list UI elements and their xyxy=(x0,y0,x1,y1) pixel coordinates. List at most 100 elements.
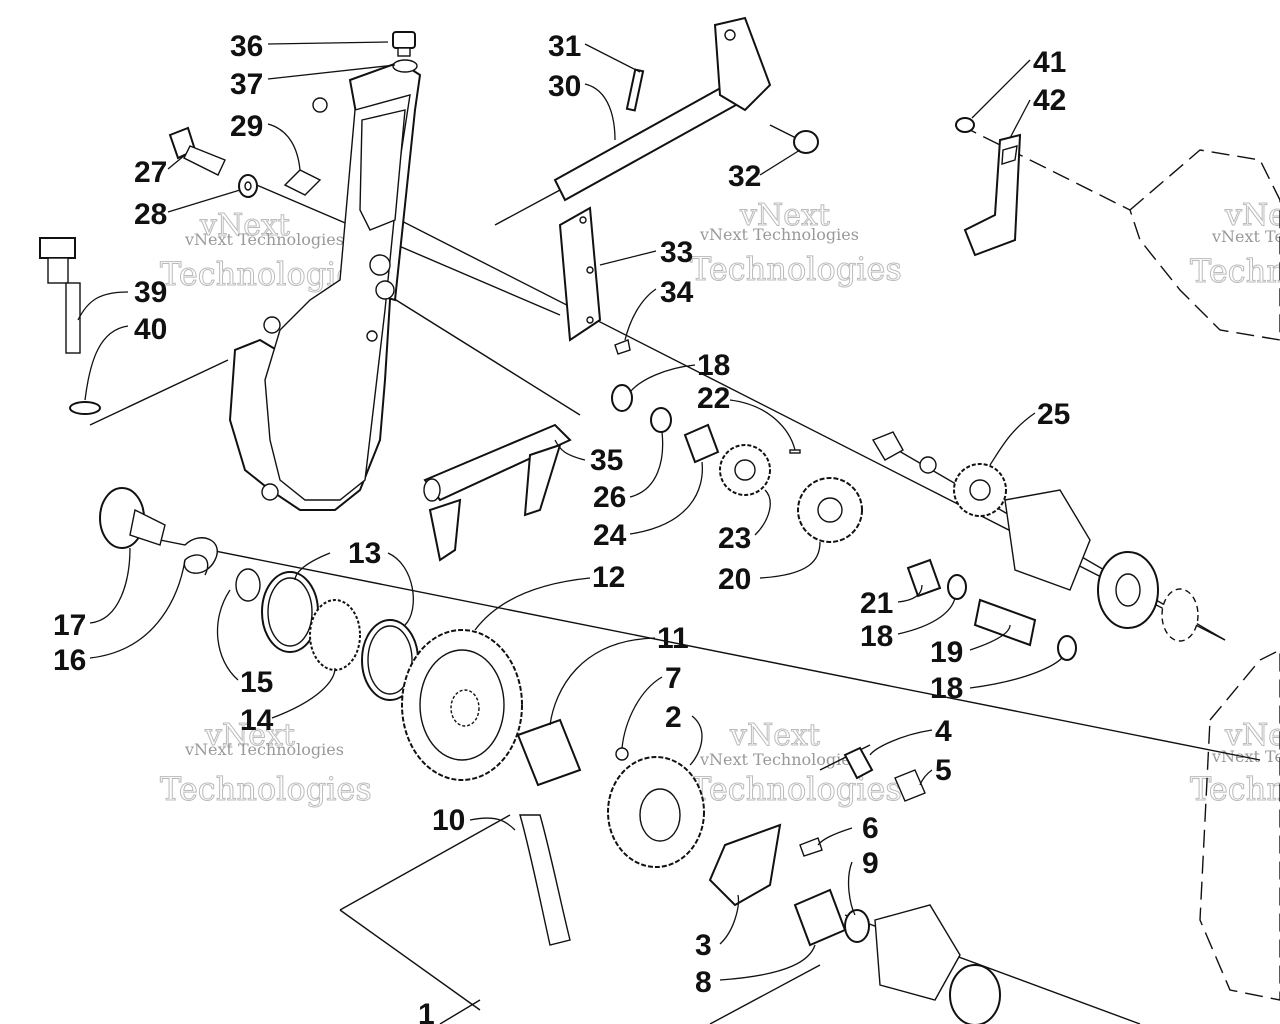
bracket-42-slot xyxy=(1001,145,1018,165)
brake-pad-3 xyxy=(708,823,782,907)
leader-20 xyxy=(759,541,821,579)
label-21: 21 xyxy=(860,587,893,620)
leader-15 xyxy=(216,589,239,681)
housing-hole xyxy=(366,330,378,342)
axis-dipstick xyxy=(89,359,229,426)
watermark-small: vNext Technologies xyxy=(184,230,344,249)
leader-9 xyxy=(847,861,856,916)
leader-40 xyxy=(84,325,129,401)
dipstick-39-thread xyxy=(47,257,69,284)
nut-41 xyxy=(955,117,975,133)
watermark-small: vNext Technologies xyxy=(184,740,344,759)
watermark-line2: Technologies xyxy=(690,770,902,808)
spring-16 xyxy=(183,537,218,576)
washer-28-hole xyxy=(244,181,252,191)
fork-35-prong-right xyxy=(523,443,562,517)
washer-18-a xyxy=(611,384,633,412)
plate-33-hole xyxy=(586,266,594,274)
label-7: 7 xyxy=(665,662,682,695)
leader-31 xyxy=(584,43,641,73)
washer-26 xyxy=(650,407,672,433)
watermark-small: vNext Technologies xyxy=(699,750,859,769)
spring-5 xyxy=(894,769,926,802)
leader-24 xyxy=(629,461,704,535)
axis-shaft-link xyxy=(494,189,561,226)
housing-boss-lower xyxy=(375,280,395,300)
label-25: 25 xyxy=(1037,398,1070,431)
label-15: 15 xyxy=(240,666,273,699)
bearing-21 xyxy=(906,558,942,598)
label-39: 39 xyxy=(134,276,167,309)
leader-28 xyxy=(167,189,241,213)
washer-18-c xyxy=(1057,635,1077,661)
lower-gear-train xyxy=(99,487,1001,1024)
leader-10 xyxy=(469,817,516,831)
watermark-line1: vNext xyxy=(199,208,290,243)
label-42: 42 xyxy=(1033,84,1066,117)
label-8: 8 xyxy=(695,966,712,999)
leader-36 xyxy=(267,41,389,45)
plate-assembly xyxy=(558,206,631,355)
label-36: 36 xyxy=(230,30,263,63)
shaft-30 xyxy=(553,78,747,202)
axis-lower-gear xyxy=(134,534,1261,761)
label-31: 31 xyxy=(548,30,581,63)
housing-ear-left xyxy=(263,316,281,334)
shift-shaft-assembly xyxy=(553,16,819,202)
label-33: 33 xyxy=(660,236,693,269)
watermark-line1: vNext xyxy=(1224,718,1280,753)
bearing-24 xyxy=(683,423,720,464)
watermark-small: vNext Technologies xyxy=(699,225,859,244)
washer-9 xyxy=(844,909,870,943)
plate-33 xyxy=(558,206,602,342)
housing-boss-29 xyxy=(283,169,322,196)
gear-20-hub xyxy=(817,497,843,523)
label-2: 2 xyxy=(665,701,682,734)
leader-18-b xyxy=(897,597,956,635)
label-29: 29 xyxy=(230,110,263,143)
dipstick-39-rod xyxy=(65,282,81,354)
fork-35-prong-left xyxy=(428,498,462,562)
label-12: 12 xyxy=(592,561,625,594)
label-9: 9 xyxy=(862,847,879,880)
leader-13-a xyxy=(294,552,331,581)
label-11: 11 xyxy=(657,622,689,655)
nut-7 xyxy=(615,747,629,761)
upper-gear-train xyxy=(611,384,1199,661)
leader-13-b xyxy=(387,552,414,626)
watermark-line1: vNext xyxy=(739,198,830,233)
seal-upper-dashed xyxy=(1161,588,1199,642)
leader-19 xyxy=(969,624,1011,651)
label-4: 4 xyxy=(935,715,952,748)
bracket-right xyxy=(709,964,821,1024)
gear-25-hub xyxy=(969,479,991,501)
bolt-27-thread xyxy=(183,145,226,176)
leader-25 xyxy=(989,412,1036,466)
leader-32 xyxy=(759,149,801,176)
leader-2 xyxy=(689,715,703,766)
chaincase-housing xyxy=(228,60,422,511)
bracket-assembly xyxy=(955,117,1022,257)
cup-17-stem xyxy=(129,508,166,546)
label-23: 23 xyxy=(718,522,751,555)
oring-32 xyxy=(793,130,819,154)
washer-18-b xyxy=(947,574,967,600)
label-3: 3 xyxy=(695,929,712,962)
washer-upper xyxy=(919,456,937,474)
engine-upper-dashed xyxy=(1129,149,1280,341)
leader-35 xyxy=(554,439,586,461)
engine-outline xyxy=(1129,149,1280,1001)
plunger-4 xyxy=(843,746,874,780)
bracket-left xyxy=(339,909,481,1011)
shaft-30-lever-hole xyxy=(724,29,736,41)
plate-33-hole xyxy=(579,216,587,224)
gear-2-hub xyxy=(639,788,681,842)
shaft-30-lever xyxy=(713,16,772,112)
leader-21 xyxy=(897,584,923,603)
spring-washer-14 xyxy=(309,599,361,671)
screw-6 xyxy=(799,837,823,857)
plate-33-hole xyxy=(586,316,594,324)
leader-18-a xyxy=(629,364,696,393)
fork-35-rod-end xyxy=(423,478,441,502)
